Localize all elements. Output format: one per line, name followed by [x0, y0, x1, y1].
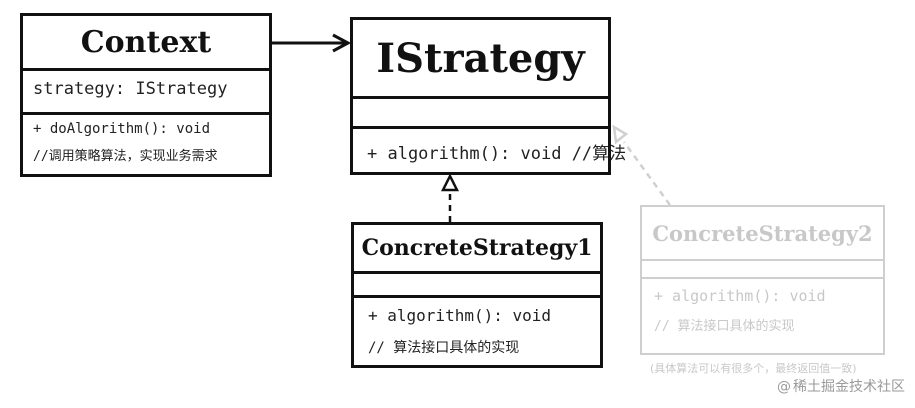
- concrete-strategy-1-class: ConcreteStrategy1 + algorithm(): void //…: [351, 222, 603, 368]
- method-line: + doAlgorithm(): void: [33, 121, 211, 137]
- method-section: + doAlgorithm(): void //调用策略算法，实现业务需求: [23, 112, 269, 164]
- realization-arrow-1: [440, 173, 460, 222]
- context-class: Context strategy: IStrategy + doAlgorith…: [20, 13, 272, 177]
- method-section: + algorithm(): void //算法: [353, 126, 627, 164]
- class-name: ConcreteStrategy2: [652, 220, 873, 246]
- attribute-section: [354, 271, 600, 295]
- class-name: ConcreteStrategy1: [361, 235, 593, 261]
- realization-arrow-2: [612, 124, 672, 206]
- concrete-strategy-2-class: ConcreteStrategy2 + algorithm(): void //…: [640, 205, 885, 355]
- method-note: // 算法接口具体的实现: [368, 340, 520, 356]
- concrete-strategy-2-footnote: (具体算法可以有很多个，最终返回值一致): [650, 362, 857, 375]
- method-line: + algorithm(): void: [654, 287, 826, 305]
- watermark-text: 稀土掘金技术社区: [793, 379, 905, 395]
- method-line: + algorithm(): void: [368, 306, 552, 325]
- class-name: Context: [80, 24, 212, 60]
- method-note: //调用策略算法，实现业务需求: [33, 149, 218, 164]
- method-section: + algorithm(): void // 算法接口具体的实现: [642, 277, 883, 334]
- attribute-section: strategy: IStrategy: [23, 68, 269, 112]
- interface-name: IStrategy: [376, 34, 585, 82]
- attribute-section: [642, 259, 883, 277]
- attribute-section: [353, 96, 608, 126]
- method-line: + algorithm(): void //算法: [367, 144, 627, 164]
- istrategy-interface: IStrategy + algorithm(): void //算法: [350, 17, 627, 175]
- attribute-line: strategy: IStrategy: [33, 79, 228, 99]
- watermark: @稀土掘金技术社区: [777, 376, 905, 396]
- association-arrow: [272, 33, 352, 53]
- at-icon: @: [777, 379, 791, 395]
- method-section: + algorithm(): void // 算法接口具体的实现: [354, 295, 600, 357]
- method-note: // 算法接口具体的实现: [654, 319, 795, 334]
